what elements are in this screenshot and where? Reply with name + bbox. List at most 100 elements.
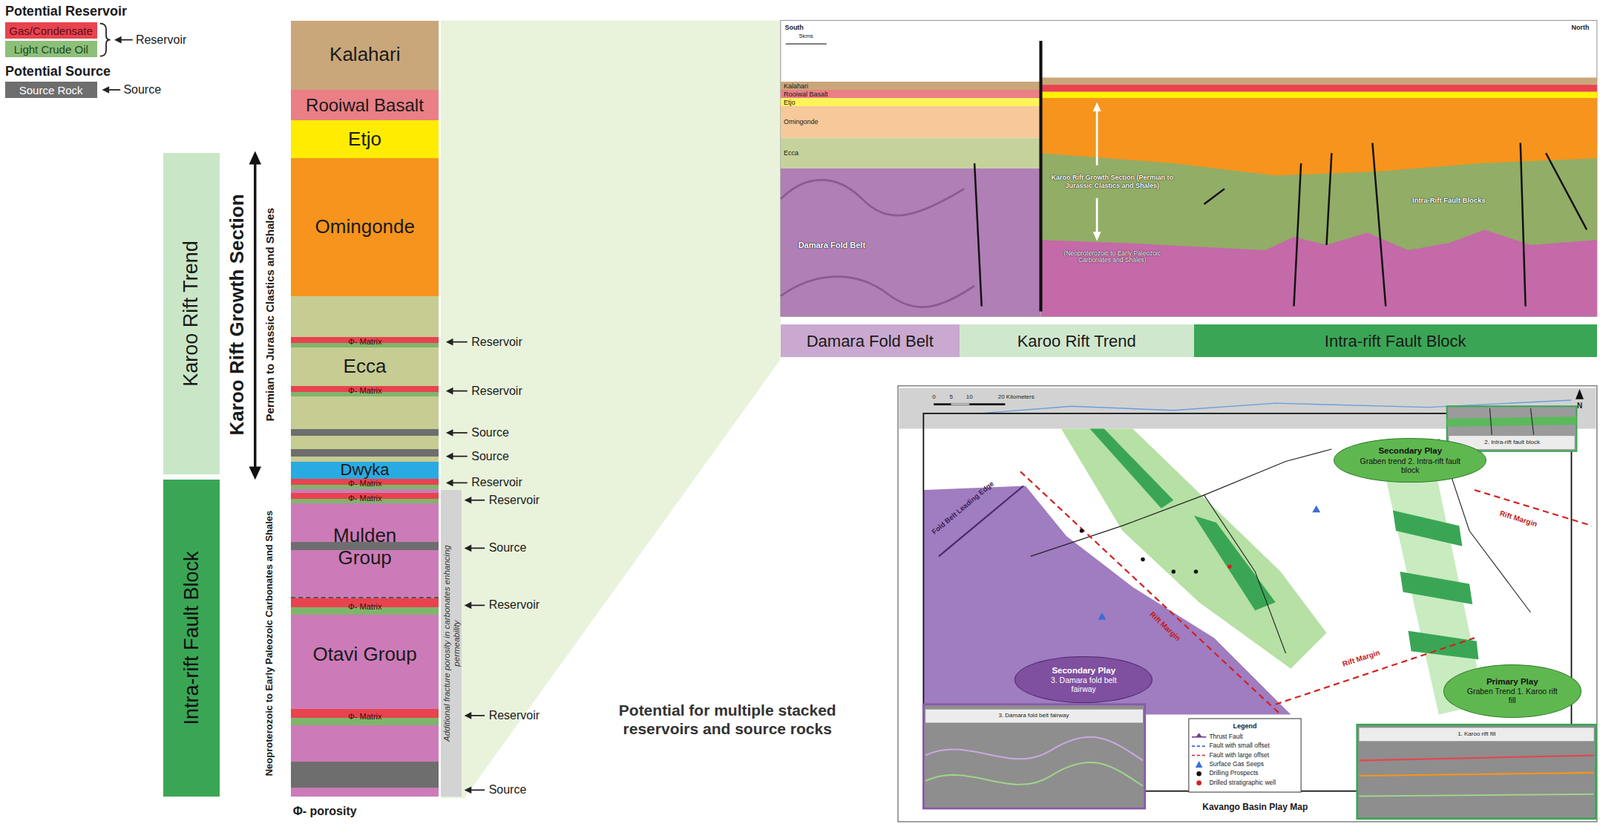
play-oval: Secondary Play3. Damara fold belt fairwa… bbox=[1014, 656, 1153, 703]
legend-swatch: Source Rock bbox=[5, 81, 98, 98]
legend-text: Fault with large offset bbox=[1208, 751, 1270, 760]
callout-label: Reservoir bbox=[489, 598, 540, 612]
section-label: Damara Fold Belt bbox=[798, 240, 866, 251]
band-text: Φ- Matrix bbox=[348, 385, 382, 396]
node-text: Dwyka bbox=[340, 461, 390, 478]
layer-label: Kalahari bbox=[783, 82, 809, 90]
section-bar: Damara Fold Belt bbox=[780, 324, 960, 357]
layer-label: Rooiwal Basalt bbox=[783, 90, 829, 98]
play-oval: Primary PlayGraben Trend 1. Karoo rift f… bbox=[1443, 664, 1582, 718]
node-text: Etjo bbox=[348, 128, 382, 151]
legend-text: Drilled stratigraphic well bbox=[1208, 779, 1276, 787]
layer-label: Etjo bbox=[783, 98, 796, 107]
source-band bbox=[290, 448, 439, 457]
legend-text: Light Crude Oil bbox=[14, 43, 89, 56]
play-heading: Secondary Play bbox=[1378, 446, 1442, 456]
inset-label: 1. Karoo rift fill bbox=[1457, 730, 1496, 737]
inset-label: 2. Intra-rift fault block bbox=[1484, 438, 1540, 446]
node-text: Intra-rift Fault Block bbox=[179, 482, 203, 793]
band-text: Φ- Matrix bbox=[348, 493, 382, 504]
band-text: Φ- Matrix bbox=[348, 336, 382, 347]
callout-label: Source bbox=[489, 782, 527, 797]
formation-box: Kalahari bbox=[290, 20, 439, 91]
legend-text: Source Rock bbox=[19, 83, 84, 97]
fracture-bar: Additional fracture porosity in carbonat… bbox=[440, 489, 462, 797]
callout-label: Source bbox=[489, 541, 527, 555]
band-text: Φ- Matrix bbox=[348, 711, 382, 722]
play-text: 3. Damara fold belt fairway bbox=[1037, 675, 1130, 694]
legend-text: Drilling Prospects bbox=[1208, 769, 1258, 777]
node-text: Karoo Rift Trend bbox=[179, 155, 203, 472]
callout-label: Reservoir bbox=[489, 493, 540, 507]
node-text: Otavi Group bbox=[308, 643, 421, 666]
callout-label: Source bbox=[471, 425, 510, 440]
band-text: Φ- Matrix bbox=[348, 601, 382, 612]
projection-wedge bbox=[440, 20, 781, 799]
play-oval: Secondary PlayGraben trend 2. Intra-rift… bbox=[1333, 437, 1487, 484]
section-bar: Intra-rift Fault Block bbox=[1194, 324, 1598, 357]
scale-label: 0 bbox=[932, 393, 936, 400]
legend-swatch: Gas/Condensate bbox=[5, 22, 98, 39]
matrix-band: Φ- Matrix bbox=[290, 708, 439, 726]
source-band bbox=[290, 428, 439, 437]
formation-box: Ecca Φ- Matrix Φ- Matrix bbox=[290, 296, 439, 462]
north-label: N bbox=[1576, 401, 1583, 411]
callout-label: Source bbox=[123, 83, 162, 97]
note: Potential for multiple stacked reservoir… bbox=[579, 701, 876, 737]
section-label: Karoo Rift Growth Section (Permian to Ju… bbox=[1050, 173, 1174, 190]
callout-label: Reservoir bbox=[471, 335, 522, 349]
node-text: Omingonde bbox=[315, 215, 415, 239]
node-text: Additional fracture porosity in carbonat… bbox=[441, 530, 461, 756]
growth-arrow bbox=[249, 151, 262, 481]
source-band bbox=[290, 761, 439, 787]
legend-text: Gas/Condensate bbox=[8, 24, 93, 38]
matrix-band: Φ- Matrix bbox=[290, 598, 439, 615]
formation-box: Etjo bbox=[290, 120, 439, 159]
map-label: Fold Belt Leading Edge bbox=[930, 480, 996, 537]
layer-label: Ecca bbox=[783, 149, 799, 157]
callout-label: Reservoir bbox=[471, 475, 522, 490]
map-label: Rift Margin bbox=[1498, 508, 1538, 528]
callout-label: Source bbox=[471, 449, 510, 464]
map-label: Rift Margin bbox=[1341, 647, 1382, 668]
band-text: Φ- Matrix bbox=[348, 478, 382, 489]
formation-box: Dwyka bbox=[290, 461, 439, 479]
inset-label: 3. Damara fold belt fairway bbox=[998, 711, 1069, 719]
footnote: Φ- porosity bbox=[293, 804, 357, 818]
direction-label: South bbox=[784, 23, 804, 32]
section-bar: Karoo Rift Trend bbox=[959, 324, 1195, 357]
trend-bar: Intra-rift Fault Block bbox=[163, 479, 220, 796]
age-note: Neoproterozoic to Early Paleozoic Carbon… bbox=[263, 489, 275, 797]
legend-text: Surface Gas Seeps bbox=[1208, 760, 1264, 769]
node-text: Ecca bbox=[343, 355, 387, 378]
map-label: Rift Margin bbox=[1148, 610, 1183, 643]
play-heading: Secondary Play bbox=[1051, 665, 1116, 676]
matrix-band: Φ- Matrix bbox=[290, 385, 439, 397]
play-text: Graben Trend 1. Karoo rift fill bbox=[1466, 686, 1559, 705]
matrix-band: Φ- Matrix bbox=[290, 336, 439, 348]
callout-label: Reservoir bbox=[489, 708, 540, 723]
cross-section bbox=[780, 20, 1598, 317]
formation-box: Mulden Group Φ- Matrix Φ- Matrix bbox=[290, 478, 439, 598]
legend-swatch: Light Crude Oil bbox=[5, 40, 98, 58]
node-text: Rooiwal Basalt bbox=[305, 94, 424, 116]
node-text: Mulden Group bbox=[308, 524, 421, 570]
legend-text: Thrust Fault bbox=[1208, 733, 1243, 741]
node-text: Intra-rift Fault Block bbox=[1324, 331, 1467, 351]
node-text: Damara Fold Belt bbox=[806, 331, 934, 351]
section-title: Karoo Rift Growth Section bbox=[226, 161, 249, 468]
direction-label: North bbox=[1571, 23, 1590, 32]
matrix-band: Φ- Matrix bbox=[290, 492, 439, 504]
legend-brace bbox=[100, 23, 133, 94]
section-label: (Neoproterozoic to Early Paleozoic Carbo… bbox=[1053, 250, 1172, 265]
play-map bbox=[897, 385, 1598, 822]
play-text: Graben trend 2. Intra-rift fault block bbox=[1358, 456, 1462, 475]
callout-label: Reservoir bbox=[471, 384, 522, 398]
map-title: Kavango Basin Play Map bbox=[1202, 802, 1308, 813]
trend-bar: Karoo Rift Trend bbox=[163, 152, 220, 475]
scale-label: 5kms bbox=[799, 32, 814, 40]
legend-title: Legend bbox=[1233, 722, 1258, 730]
formation-box: Omingonde bbox=[290, 158, 439, 297]
layer-label: Omingonde bbox=[783, 117, 819, 126]
